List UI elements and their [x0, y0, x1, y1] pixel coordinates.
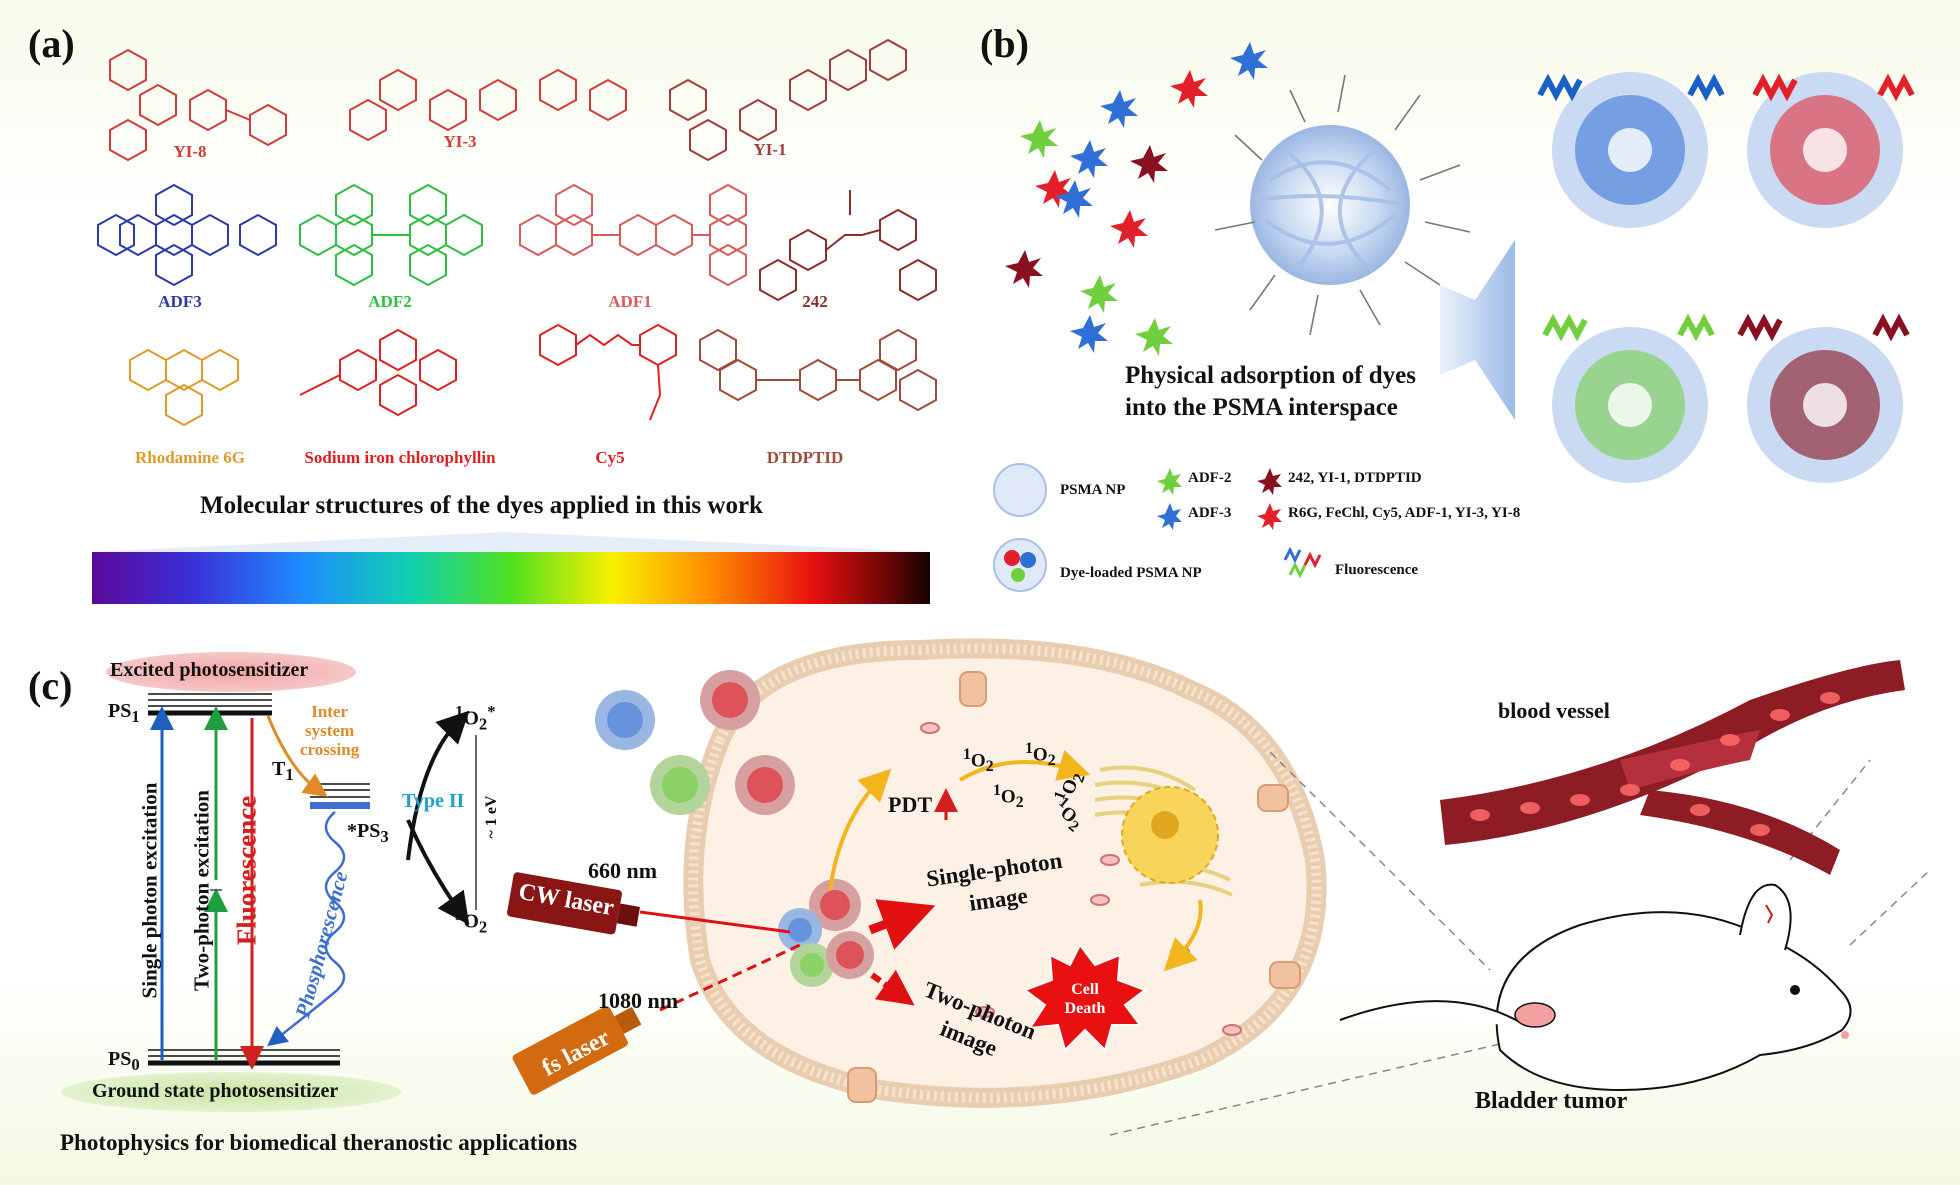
legend-adf3: ADF-3 [1188, 505, 1232, 521]
molecule-name-242: 242 [802, 292, 828, 311]
panel-a-label: (a) [28, 21, 75, 66]
isc-label: Inter system crossing [300, 702, 360, 759]
pdt-label: PDT [888, 792, 932, 817]
blood-vessel-label: blood vessel [1498, 698, 1610, 723]
excited-photosensitizer-label: Excited photosensitizer [110, 659, 309, 681]
singlet-oxygen-label: 1O2* [455, 702, 496, 734]
legend-fluorescence: Fluorescence [1335, 562, 1419, 578]
ps3-label: *PS3 [347, 820, 389, 846]
molecule-name-yi3: YI-3 [443, 132, 477, 151]
panel-b-label: (b) [980, 21, 1029, 66]
molecule-name-rhodamine: Rhodamine 6G [134, 448, 246, 467]
legend-dye-loaded: Dye-loaded PSMA NP [1060, 565, 1202, 581]
molecule-name-adf3: ADF3 [158, 292, 202, 311]
ev-label: ~ 1 eV [483, 795, 500, 839]
molecule-name-chlorophyllin: Sodium iron chlorophyllin [304, 448, 496, 467]
panel-c-label: (c) [28, 663, 73, 708]
triplet-oxygen-label: 3O2 [455, 905, 488, 937]
molecule-name-dtdptid: DTDPTID [766, 448, 844, 467]
legend-adf2: ADF-2 [1188, 470, 1232, 486]
singlet-oxygen-2: 1O2 [1025, 740, 1056, 770]
nm1080-label: 1080 nm [598, 988, 679, 1013]
nm660-label: 660 nm [588, 858, 658, 883]
molecule-name-yi1: YI-1 [753, 140, 787, 159]
molecule-name-cy5: Cy5 [595, 448, 625, 467]
singlet-oxygen-3: 1O2 [993, 782, 1024, 812]
molecule-name-yi8: YI-8 [173, 142, 207, 161]
legend-darkred-group: 242, YI-1, DTDPTID [1288, 470, 1422, 486]
legend-red-group: R6G, FeChl, Cy5, ADF-1, YI-3, YI-8 [1288, 505, 1521, 521]
singlet-oxygen-1: 1O2 [963, 746, 994, 776]
ps0-label: PS0 [108, 1048, 140, 1074]
panel-a-caption: Molecular structures of the dyes applied… [200, 492, 763, 519]
panel-c-caption: Photophysics for biomedical theranostic … [60, 1130, 578, 1155]
spectrum-bar [92, 532, 930, 604]
molecule-structures [97, 38, 937, 427]
molecule-name-adf1: ADF1 [608, 292, 652, 311]
fluorescence-label: Fluorescence [231, 795, 262, 946]
panel-b-caption-1: Physical adsorption of dyes [1125, 362, 1417, 389]
ps1-label: PS1 [108, 700, 140, 726]
single-photon-excitation-label: Single photon excitation [137, 782, 162, 999]
molecule-name-adf2: ADF2 [368, 292, 412, 311]
t1-label: T1 [272, 758, 294, 784]
bladder-tumor-label: Bladder tumor [1475, 1088, 1628, 1114]
two-photon-excitation-label: Two-photon excitation [189, 790, 214, 991]
legend-psma-np: PSMA NP [1060, 482, 1126, 498]
type-ii-label: Type II [402, 790, 465, 812]
panel-b-illustration [993, 42, 1915, 592]
ground-photosensitizer-label: Ground state photosensitizer [92, 1080, 339, 1102]
panel-b-caption-2: into the PSMA interspace [1125, 394, 1398, 421]
cell-death-label: Cell Death [1064, 981, 1106, 1017]
